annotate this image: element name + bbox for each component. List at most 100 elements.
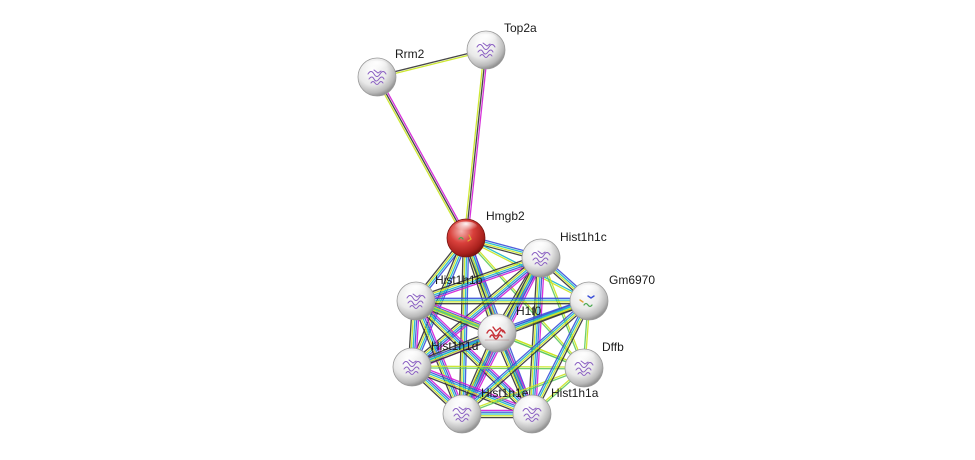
node-highlight [520, 397, 544, 410]
edge-line-black [465, 49, 487, 239]
node-rrm2[interactable]: Rrm2 [357, 47, 425, 97]
structure-strand [403, 366, 420, 372]
edge-hist1h1c-hist1h1d [409, 254, 544, 371]
edge-rrm2-hmgb2 [374, 75, 469, 240]
node-highlight [485, 316, 509, 329]
edge-line-blue [529, 299, 588, 414]
edge-line-yellow [529, 257, 540, 414]
edge-line-black [410, 369, 531, 418]
node-hist1h1b[interactable]: Hist1h1b [396, 273, 483, 321]
edge-line-yellow [463, 49, 485, 238]
edge-line-magenta [416, 260, 543, 306]
node-label-hist1h1a: Hist1h1a [551, 386, 599, 400]
structure-strand [479, 54, 493, 58]
structure-strand [467, 234, 472, 242]
structure-strand [409, 305, 423, 309]
edge-line-blue [416, 259, 542, 304]
node-label-hist1h1d: Hist1h1d [431, 339, 478, 353]
edge-line-yellow [461, 366, 584, 414]
node-label-hmgb2: Hmgb2 [486, 209, 525, 223]
node-label-hist1h1b: Hist1h1b [435, 273, 483, 287]
structure-strand [458, 236, 464, 240]
edge-top2a-hmgb2 [463, 49, 489, 239]
node-h1f0[interactable]: H1f0 [477, 304, 542, 353]
structure-strand [534, 262, 548, 266]
edge-line-blue [533, 258, 544, 415]
edge-hist1h1a-gm6970 [529, 299, 592, 416]
edge-line-cyan [460, 299, 589, 414]
node-label-gm6970: Gm6970 [609, 273, 655, 287]
node-label-h1f0: H1f0 [516, 304, 542, 318]
structure-strand [455, 418, 469, 422]
edge-line-black [413, 303, 530, 418]
node-hist1h1a[interactable]: Hist1h1a [512, 386, 599, 434]
structure-strand [405, 371, 419, 375]
structure-strand [370, 81, 384, 85]
edge-line-black [409, 254, 540, 365]
node-highlight [400, 350, 424, 363]
node-label-hist1h1e: Hist1h1e [481, 386, 529, 400]
edge-line-cyan [415, 257, 542, 302]
edge-hist1h1d-hist1h1a [410, 363, 534, 418]
structure-strand [587, 295, 595, 299]
structure-strand [477, 49, 494, 55]
protein-structure-icon [579, 295, 595, 308]
edge-line-yellow [411, 368, 532, 417]
edge-line-green [462, 368, 585, 416]
edge-line-magenta [378, 75, 469, 238]
structure-strand [492, 326, 504, 333]
structure-strand [525, 418, 539, 422]
protein-structure-icon [484, 326, 510, 341]
edge-line-magenta [467, 50, 489, 239]
node-highlight [572, 351, 596, 364]
edge-hist1h1e-gm6970 [459, 298, 592, 417]
edge-line-cyan [412, 238, 468, 368]
node-hist1h1d[interactable]: Hist1h1d [392, 339, 478, 387]
node-label-dffb: Dffb [602, 340, 624, 354]
structure-strand [579, 299, 584, 303]
edge-line-blue [412, 364, 533, 413]
node-highlight [454, 221, 478, 234]
edge-line-black [414, 253, 541, 299]
edge-line-black [376, 76, 467, 239]
node-gm6970[interactable]: Gm6970 [569, 273, 655, 321]
edge-line-yellow [532, 301, 591, 415]
edge-line-yellow [462, 301, 591, 416]
node-highlight [474, 33, 498, 46]
edge-hist1h1e-dffb [461, 366, 585, 416]
edge-line-yellow [374, 77, 465, 240]
edge-line-cyan [530, 300, 589, 414]
edge-line-black [463, 302, 592, 417]
node-label-top2a: Top2a [504, 21, 537, 35]
node-highlight [529, 241, 553, 254]
protein-structure-icon [458, 234, 472, 242]
edge-line-yellow [415, 255, 541, 300]
node-label-hist1h1c: Hist1h1c [560, 230, 607, 244]
edge-line-magenta [413, 260, 544, 371]
structure-strand [575, 367, 592, 373]
node-highlight [450, 397, 474, 410]
node-hist1h1c[interactable]: Hist1h1c [521, 230, 607, 278]
edge-hist1h1b-gm6970 [416, 297, 589, 305]
node-top2a[interactable]: Top2a [466, 21, 537, 70]
edge-line-black [533, 301, 592, 416]
structure-strand [407, 300, 424, 306]
structure-strand [453, 413, 470, 419]
edge-hist1h1c-hist1h1b [414, 253, 543, 306]
structure-strand [583, 302, 593, 308]
edge-line-cyan [411, 366, 533, 415]
node-highlight [404, 284, 428, 297]
structure-strand [489, 334, 503, 340]
edge-line-blue [459, 298, 588, 413]
node-dffb[interactable]: Dffb [564, 340, 624, 388]
edge-line-magenta [534, 258, 546, 415]
node-hmgb2[interactable]: Hmgb2 [446, 209, 525, 258]
node-hist1h1e[interactable]: Hist1h1e [442, 386, 529, 434]
node-highlight [365, 60, 389, 73]
edge-line-magenta [413, 363, 534, 412]
structure-strand [523, 413, 540, 419]
structure-strand [532, 257, 549, 263]
node-label-rrm2: Rrm2 [395, 47, 425, 61]
